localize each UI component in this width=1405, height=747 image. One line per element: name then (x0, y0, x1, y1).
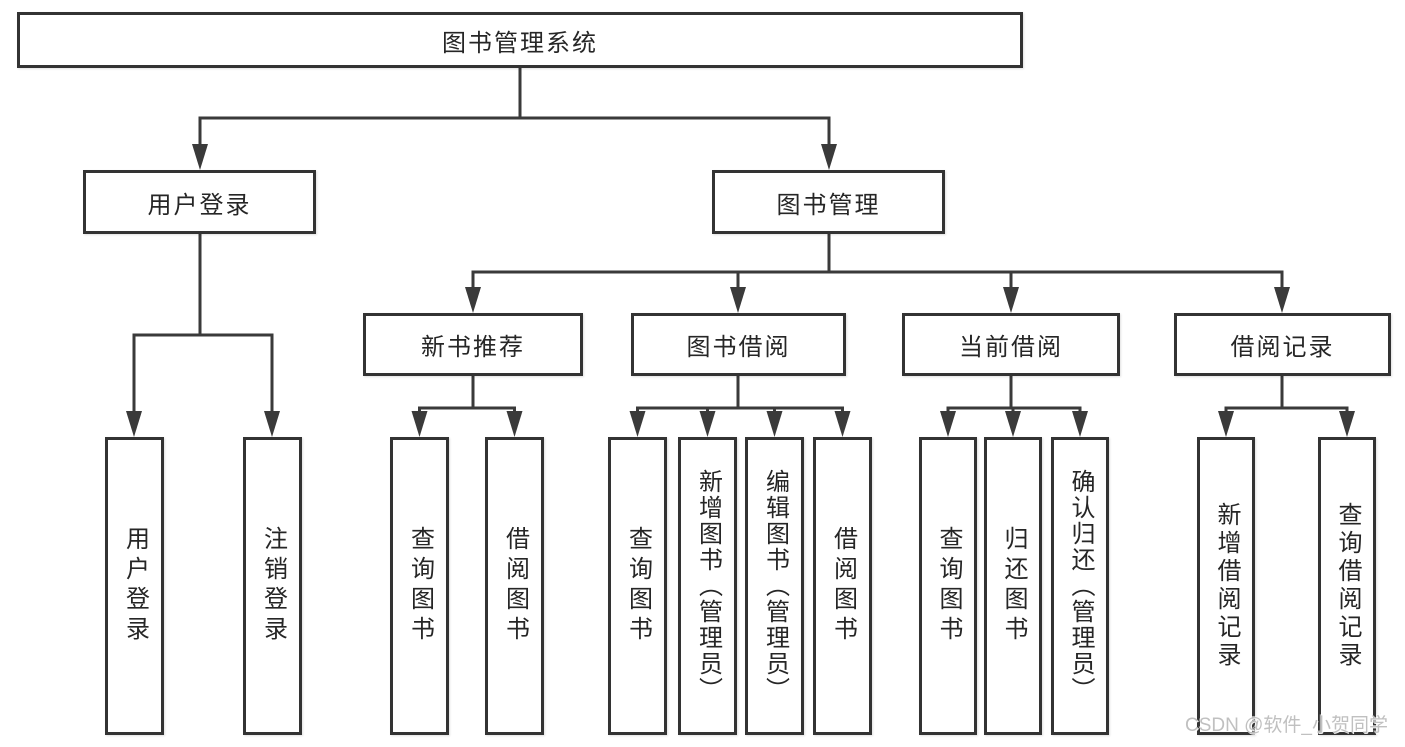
node-new-book-recommend-label: 新书推荐 (421, 334, 525, 361)
leaf-logout-login-label: 注销登录 (259, 526, 287, 646)
node-book-management-label: 图书管理 (776, 191, 881, 219)
leaf-cb-return-book-label: 归还图书 (1000, 526, 1027, 646)
leaf-cb-confirm-return-admin: 确认归还（管理员） (1051, 437, 1109, 735)
node-user-login: 用户登录 (83, 170, 316, 234)
leaf-nb-query-book: 查询图书 (390, 437, 449, 735)
leaf-user-login-label: 用户登录 (121, 526, 149, 646)
node-borrow-records-label: 借阅记录 (1230, 334, 1335, 361)
node-book-borrow: 图书借阅 (631, 313, 846, 376)
node-current-borrow: 当前借阅 (902, 313, 1120, 376)
node-book-borrow-label: 图书借阅 (686, 334, 791, 361)
leaf-logout-login: 注销登录 (243, 437, 302, 735)
leaf-br-query-record-label: 查询借阅记录 (1334, 502, 1361, 670)
node-user-login-label: 用户登录 (147, 191, 252, 219)
leaf-cb-return-book: 归还图书 (984, 437, 1042, 735)
leaf-bb-query-book-label: 查询图书 (624, 526, 652, 646)
leaf-cb-confirm-return-admin-label: 确认归还（管理员） (1067, 469, 1094, 703)
leaf-br-add-record-label: 新增借阅记录 (1213, 502, 1240, 670)
node-current-borrow-label: 当前借阅 (959, 334, 1063, 361)
leaf-nb-borrow-book-label: 借阅图书 (501, 526, 529, 646)
leaf-cb-query-book-label: 查询图书 (935, 526, 962, 646)
csdn-watermark: CSDN @软件_小贺同学 (1185, 715, 1388, 736)
leaf-bb-add-book-admin-label: 新增图书（管理员） (694, 469, 722, 703)
leaf-nb-borrow-book: 借阅图书 (485, 437, 544, 735)
leaf-user-login: 用户登录 (105, 437, 164, 735)
leaf-bb-add-book-admin: 新增图书（管理员） (678, 437, 737, 735)
leaf-br-query-record: 查询借阅记录 (1318, 437, 1376, 735)
leaf-nb-query-book-label: 查询图书 (406, 526, 434, 646)
node-new-book-recommend: 新书推荐 (363, 313, 583, 376)
leaf-bb-edit-book-admin: 编辑图书（管理员） (745, 437, 804, 735)
leaf-bb-borrow-book: 借阅图书 (813, 437, 872, 735)
leaf-cb-query-book: 查询图书 (919, 437, 977, 735)
node-root-label: 图书管理系统 (442, 29, 598, 57)
leaf-bb-query-book: 查询图书 (608, 437, 667, 735)
leaf-bb-borrow-book-label: 借阅图书 (829, 526, 857, 646)
leaf-bb-edit-book-admin-label: 编辑图书（管理员） (761, 469, 789, 703)
node-root: 图书管理系统 (17, 12, 1023, 68)
leaf-br-add-record: 新增借阅记录 (1197, 437, 1255, 735)
node-book-management: 图书管理 (712, 170, 945, 234)
node-borrow-records: 借阅记录 (1174, 313, 1391, 376)
